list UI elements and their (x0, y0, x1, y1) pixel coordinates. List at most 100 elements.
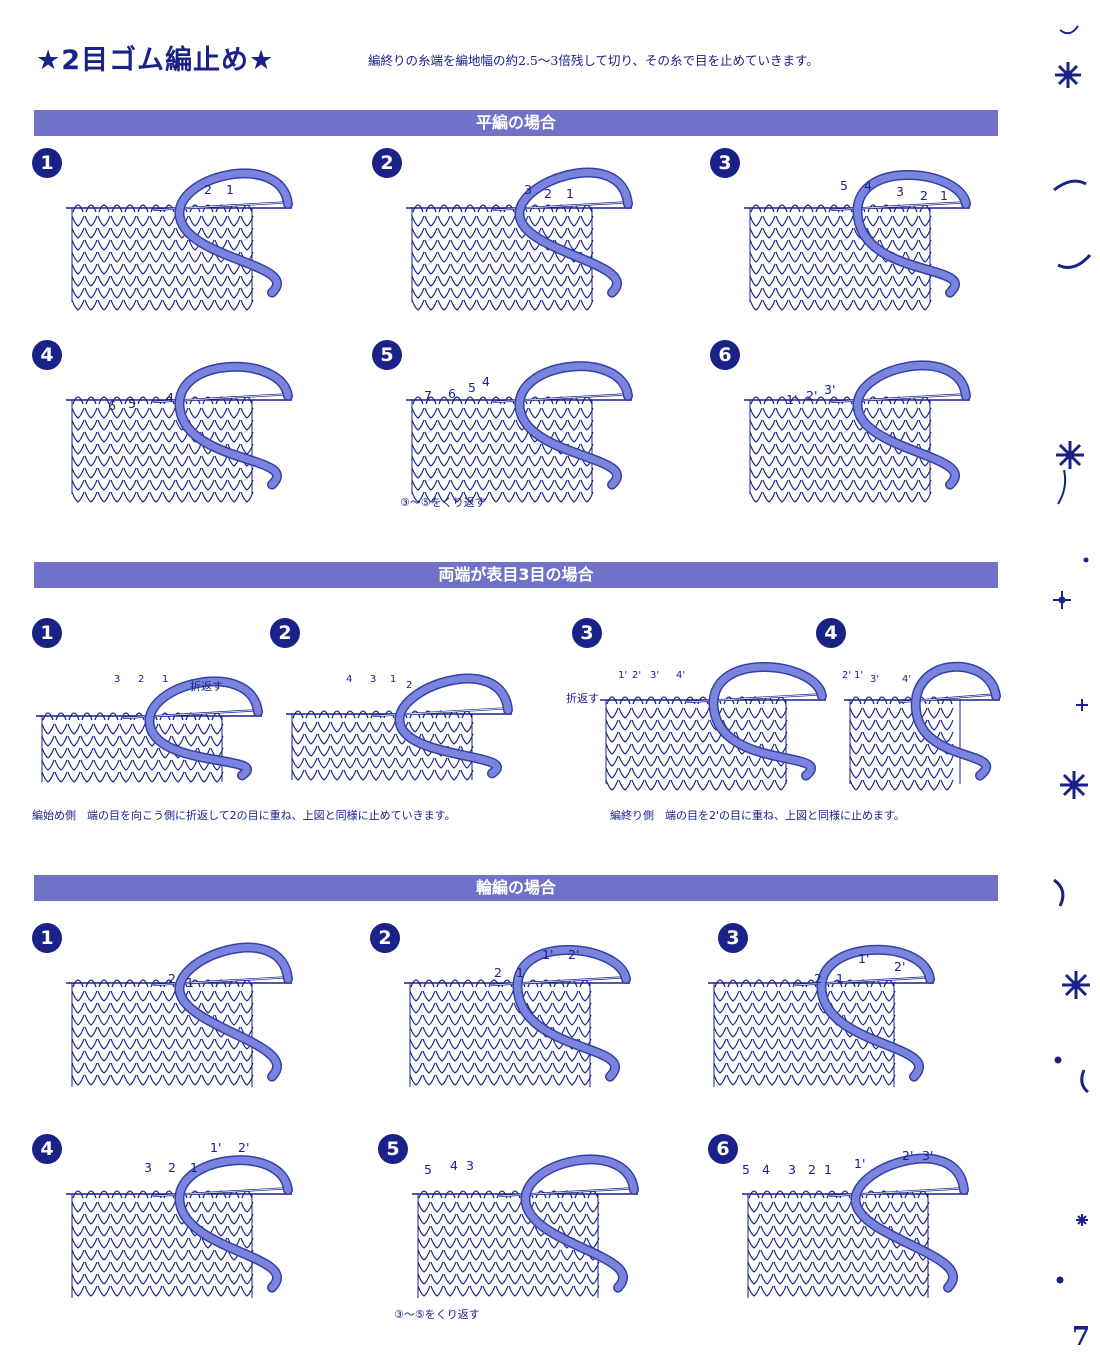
intro-text: 編終りの糸端を編地幅の約2.5〜3倍残して切り、その糸で目を止めていきます。 (368, 53, 819, 68)
stitch-label: 3' (922, 1148, 934, 1163)
stitch-label: 5 (840, 178, 848, 193)
stitch-label: 4 (450, 1158, 458, 1173)
section-heading-edges: 両端が表目3目の場合 (34, 562, 998, 588)
stitch-label: 2 (808, 1162, 816, 1177)
stitch-label: 2' (632, 670, 642, 681)
step-number: 5 (372, 340, 402, 370)
stitch-label: 2' (806, 388, 818, 403)
knit-illustration (282, 673, 513, 790)
knit-illustration (840, 661, 1001, 794)
stitch-label: 2' (238, 1140, 250, 1155)
stitch-label: 2 (406, 680, 413, 691)
stitch-label: 4 (864, 178, 872, 193)
stitch-label: 1 (516, 965, 524, 980)
stitch-label: 1' (854, 1156, 866, 1171)
stitch-label: 2 (168, 971, 176, 986)
page-number: 7 (1072, 1322, 1091, 1352)
stitch-label: 5 (742, 1162, 750, 1177)
stitch-label: 2 (494, 965, 502, 980)
stitch-label: 2 (204, 182, 212, 197)
stitch-label: 2 (814, 971, 822, 986)
step-number: 4 (816, 618, 846, 648)
knit-illustration (402, 361, 652, 504)
stitch-label: 3 (114, 674, 121, 685)
stitch-label: 3' (870, 674, 880, 685)
stitch-label: 1 (566, 186, 574, 201)
stitch-label: 3' (824, 382, 836, 397)
knit-illustration (402, 167, 652, 312)
step-number: 1 (32, 618, 62, 648)
knit-illustration (400, 945, 660, 1097)
knit-illustration (62, 942, 322, 1097)
stitch-label: 1 (162, 674, 169, 685)
stitch-label: 4 (762, 1162, 770, 1177)
stitch-label: 6 (108, 398, 116, 413)
step-number: 2 (370, 923, 400, 953)
repeat-note: ③〜⑤をくり返す (400, 496, 486, 509)
stitch-label: 2' (568, 947, 580, 962)
stitch-label: 3 (524, 182, 532, 197)
stitch-label: 2' (842, 670, 852, 681)
stitch-label: 4 (346, 674, 353, 685)
step-number: 3 (710, 148, 740, 178)
fold-label: 折返す (190, 680, 223, 693)
stitch-label: 1 (824, 1162, 832, 1177)
stitch-label: 1' (210, 1140, 222, 1155)
step-number: 4 (32, 340, 62, 370)
knit-illustration (62, 361, 302, 504)
stitch-label: 5 (468, 380, 476, 395)
step-number: 1 (32, 148, 62, 178)
stitch-label: 1' (854, 670, 864, 681)
stitch-label: 7 (424, 388, 432, 403)
stitch-label: 1' (618, 670, 628, 681)
stitch-label: 2 (920, 188, 928, 203)
knit-illustration (740, 360, 990, 504)
stitch-label: 3' (650, 670, 660, 681)
step-number: 2 (270, 618, 300, 648)
knit-illustration (738, 1153, 988, 1308)
stitch-label: 3 (788, 1162, 796, 1177)
knit-illustration (62, 1155, 322, 1308)
stitch-label: 4 (166, 390, 174, 405)
knit-illustration (408, 1154, 668, 1308)
stitch-label: 1 (940, 188, 948, 203)
stitch-label: 1 (836, 971, 844, 986)
stitch-label: 5 (424, 1162, 432, 1177)
repeat-note: ③〜⑤をくり返す (394, 1308, 480, 1321)
stitch-label: 2 (138, 674, 145, 685)
stitch-label: 6 (448, 386, 456, 401)
knit-illustration (62, 168, 302, 312)
knit-illustration (596, 662, 827, 794)
floral-border-decoration (1053, 25, 1092, 1284)
stitch-label: 2 (168, 1160, 176, 1175)
stitch-label: 1' (858, 951, 870, 966)
step-number: 6 (710, 340, 740, 370)
stitch-label: 3 (896, 184, 904, 199)
step-number: 3 (572, 618, 602, 648)
caption-edges-right: 編終り側 端の目を2'の目に重ね、上図と同様に止めます。 (610, 809, 905, 822)
section-heading-round: 輪編の場合 (34, 875, 998, 901)
section-heading-flat: 平編の場合 (34, 110, 998, 136)
step-number: 6 (708, 1134, 738, 1164)
step-number: 5 (378, 1134, 408, 1164)
stitch-label: 1 (390, 674, 397, 685)
stitch-label: 4' (902, 674, 912, 685)
step-number: 1 (32, 923, 62, 953)
stitch-label: 2 (544, 186, 552, 201)
stitch-label: 1 (186, 975, 194, 990)
stitch-label: 1 (190, 1160, 198, 1175)
stitch-label: 1' (542, 947, 554, 962)
stitch-label: 1 (226, 182, 234, 197)
knit-illustration (32, 676, 263, 792)
stitch-label: 1' (786, 392, 798, 407)
page-title: ★2目ゴム編止め★ (36, 45, 275, 76)
stitch-label: 5 (128, 396, 136, 411)
knit-illustration (740, 170, 990, 312)
stitch-label: 2' (902, 1148, 914, 1163)
step-number: 2 (372, 148, 402, 178)
stitch-label: 3 (144, 1160, 152, 1175)
stitch-label: 4' (676, 670, 686, 681)
fold-label: 折返す (566, 692, 599, 705)
stitch-label: 2' (894, 959, 906, 974)
step-number: 4 (32, 1134, 62, 1164)
